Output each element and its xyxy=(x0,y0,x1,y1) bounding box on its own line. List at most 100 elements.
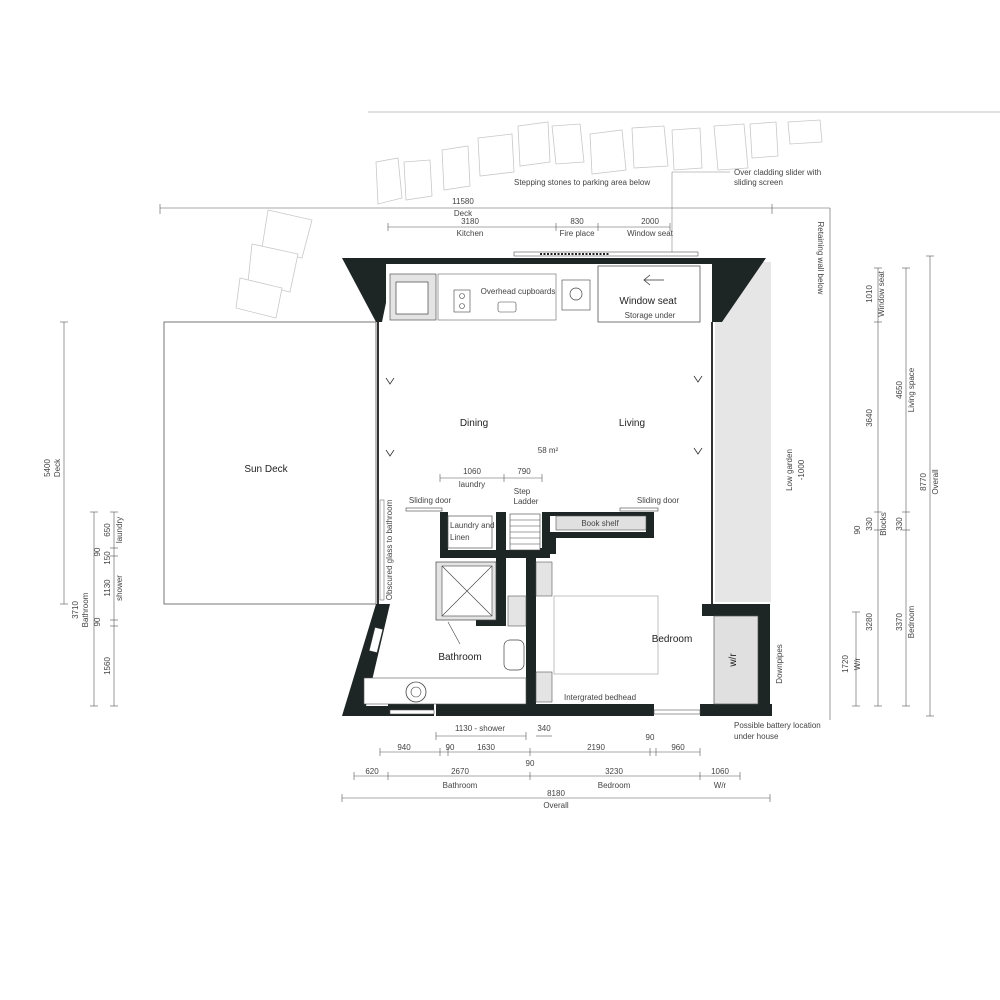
ladder-label: Ladder xyxy=(514,497,539,506)
sliding-screen-label: sliding screen xyxy=(734,178,783,187)
dim-right-blocks-label: Blocks xyxy=(879,512,888,536)
dim-3230: 3230 xyxy=(605,767,623,776)
dim-windowseat-value: 2000 xyxy=(641,217,659,226)
dim-right-wr-label: W/r xyxy=(853,657,862,670)
dim-left-150: 150 xyxy=(103,551,112,565)
dim-right-ws-value: 1010 xyxy=(865,285,874,303)
dim-90a: 90 xyxy=(446,743,455,752)
dim-top-segments xyxy=(387,223,671,231)
dim-1630: 1630 xyxy=(477,743,495,752)
dim-left-deck-value: 5400 xyxy=(43,459,52,477)
bath-window xyxy=(389,709,435,715)
dim-right-bed-value: 3370 xyxy=(895,613,904,631)
dim-fireplace-value: 830 xyxy=(570,217,584,226)
dim-deck-label: Deck xyxy=(454,209,473,218)
bathroom-label: Bathroom xyxy=(438,652,481,663)
dim-right-blocks-value: 330 xyxy=(865,517,874,531)
dim-shower-bottom: 1130 - shower xyxy=(455,724,505,733)
dim-left-bath-value: 3710 xyxy=(71,601,80,619)
dim-wr-label: W/r xyxy=(714,781,727,790)
low-garden-level: -1000 xyxy=(797,459,806,480)
laundry-linen-label-2: Linen xyxy=(450,533,470,542)
bath-vanity xyxy=(363,677,527,705)
dim-fireplace-label: Fire place xyxy=(559,229,595,238)
basin xyxy=(405,681,427,703)
dim-right-overall-value: 8770 xyxy=(919,473,928,491)
slider-arrow-icon xyxy=(643,274,664,286)
low-garden-label: Low garden xyxy=(785,449,794,491)
sliding-door-right-label: Sliding door xyxy=(637,496,680,505)
dim-620: 620 xyxy=(365,767,379,776)
battery-label-2: under house xyxy=(734,732,779,741)
area-label: 58 m² xyxy=(538,446,559,455)
dim-960: 960 xyxy=(671,743,685,752)
dim-right-living-label: Living space xyxy=(907,367,916,412)
dim-2190: 2190 xyxy=(587,743,605,752)
downpipes-label: Downpipes xyxy=(775,644,784,684)
over-cladding-label: Over cladding slider with xyxy=(734,168,821,177)
overhead-cupboards-label: Overhead cupboards xyxy=(481,287,556,296)
dim-left-90b: 90 xyxy=(93,617,102,626)
dim-90-mid: 90 xyxy=(526,759,535,768)
obscured-glass xyxy=(379,499,385,601)
dim-left xyxy=(60,321,118,707)
towel-rail xyxy=(368,627,384,653)
dim-left-1560: 1560 xyxy=(103,657,112,675)
down-arrow-icons xyxy=(385,375,703,457)
sliding-door-left-label: Sliding door xyxy=(409,496,452,505)
dim-left-shower-label: shower xyxy=(115,575,124,601)
battery-label-1: Possible battery location xyxy=(734,721,821,730)
dim-2670: 2670 xyxy=(451,767,469,776)
dim-right-bed-label: Bedroom xyxy=(907,605,916,638)
dim-left-bath-label: Bathroom xyxy=(81,592,90,627)
sliding-door-left xyxy=(405,507,443,512)
dim-right-overall-label: Overall xyxy=(931,469,940,495)
step-label: Step xyxy=(514,487,531,496)
laundry-linen xyxy=(447,515,493,549)
dim-left-90a: 90 xyxy=(93,547,102,556)
laundry-linen-label-1: Laundry and xyxy=(450,521,494,530)
dim-940: 940 xyxy=(397,743,411,752)
dim-bedroom-label: Bedroom xyxy=(598,781,631,790)
core-walls xyxy=(440,512,654,704)
dim-bottom xyxy=(341,732,771,802)
dim-left-deck-label: Deck xyxy=(53,458,62,477)
dim-90b: 90 xyxy=(646,733,655,742)
book-shelf-label: Book shelf xyxy=(581,519,619,528)
stepping-stones xyxy=(235,119,823,319)
storage-under-label: Storage under xyxy=(625,311,676,320)
dim-inner xyxy=(439,474,543,482)
kitchen xyxy=(389,273,591,321)
cabinet xyxy=(535,561,553,597)
obscured-glass-label: Obscured glass to bathroom xyxy=(385,499,394,600)
dim-kitchen-label: Kitchen xyxy=(457,229,484,238)
dim-laundry-value: 1060 xyxy=(463,467,481,476)
dim-right-3280: 3280 xyxy=(865,613,874,631)
dim-bathroom-label: Bathroom xyxy=(443,781,478,790)
sun-deck-label: Sun Deck xyxy=(244,464,288,475)
shower xyxy=(435,561,497,621)
dim-kitchen-value: 3180 xyxy=(461,217,479,226)
wardrobe-label: w/r xyxy=(728,653,739,668)
toilet xyxy=(503,639,525,671)
dim-overall-bottom-label: Overall xyxy=(543,801,569,810)
stepping-stones-label: Stepping stones to parking area below xyxy=(514,178,650,187)
dim-right-ws-label: Window seat xyxy=(877,270,886,317)
dim-overall-bottom-value: 8180 xyxy=(547,789,565,798)
dim-top-overall xyxy=(159,204,831,720)
dim-right-living-value: 4650 xyxy=(895,381,904,399)
dim-right-blocks-value-2: 330 xyxy=(895,517,904,531)
dim-left-laundry-label: laundry xyxy=(115,517,124,543)
retaining-wall-label: Retaining wall below xyxy=(816,222,825,295)
dim-left-laundry-value: 650 xyxy=(103,523,112,537)
cabinet xyxy=(507,595,527,627)
dim-ladder-value: 790 xyxy=(517,467,531,476)
bedhead-cabinet xyxy=(535,671,553,703)
book-shelf xyxy=(555,515,647,531)
dim-340: 340 xyxy=(537,724,551,733)
dim-right-3640: 3640 xyxy=(865,409,874,427)
bed-window xyxy=(653,709,701,715)
dim-1060: 1060 xyxy=(711,767,729,776)
dim-right-90: 90 xyxy=(853,525,862,534)
